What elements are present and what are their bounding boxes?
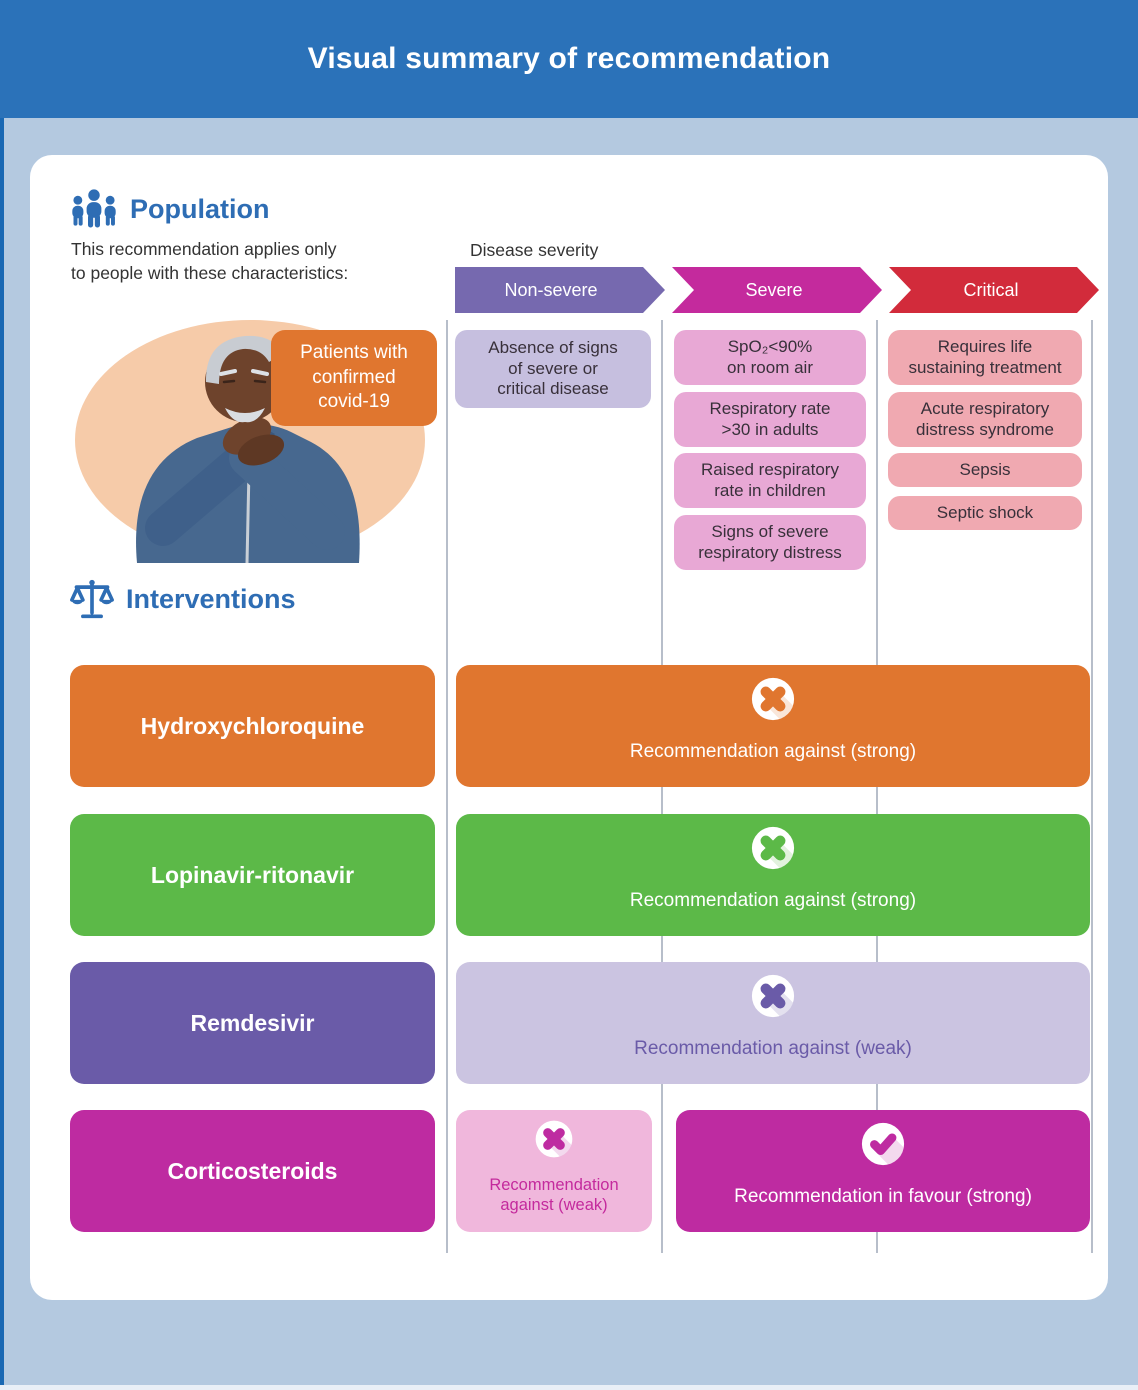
cross-icon	[750, 973, 796, 1019]
recommendation-text: Recommendation against (weak)	[489, 1175, 619, 1215]
recommendation-bar-remdesivir: Recommendation against (weak)	[456, 962, 1090, 1084]
drug-label-lopinavir-ritonavir: Lopinavir-ritonavir	[70, 814, 435, 936]
population-heading-label: Population	[130, 193, 270, 224]
criteria-severe: Signs of severe respiratory distress	[674, 515, 866, 570]
criteria-critical: Sepsis	[888, 453, 1082, 487]
interventions-heading-label: Interventions	[126, 583, 296, 614]
severity-arrow-critical: Critical	[889, 267, 1099, 313]
recommendation-bar-lopinavir-ritonavir: Recommendation against (strong)	[456, 814, 1090, 936]
population-description: This recommendation applies only to peop…	[71, 239, 349, 283]
criteria-severe: SpO₂<90% on room air	[674, 330, 866, 385]
page-left-edge	[0, 118, 4, 1390]
criteria-severe: Respiratory rate >30 in adults	[674, 392, 866, 447]
drug-label-remdesivir: Remdesivir	[70, 962, 435, 1084]
recommendation-text: Recommendation against (weak)	[634, 1038, 912, 1059]
severity-arrow-non-severe: Non-severe	[455, 267, 665, 313]
page-title: Visual summary of recommendation	[307, 42, 831, 75]
drug-label-corticosteroids: Corticosteroids	[70, 1110, 435, 1232]
column-divider	[1091, 320, 1093, 1253]
criteria-severe: Raised respiratory rate in children	[674, 453, 866, 508]
disease-severity-label: Disease severity	[470, 240, 599, 260]
recommendation-bar-corticosteroids-severe-critical: Recommendation in favour (strong)	[676, 1110, 1090, 1232]
people-icon	[70, 188, 118, 230]
cross-icon	[750, 676, 796, 722]
cross-icon	[534, 1119, 574, 1159]
severity-arrow-severe: Severe	[672, 267, 882, 313]
recommendation-text: Recommendation in favour (strong)	[734, 1186, 1032, 1207]
interventions-heading: Interventions	[70, 578, 296, 620]
recommendation-bar-hydroxychloroquine: Recommendation against (strong)	[456, 665, 1090, 787]
cross-icon	[750, 825, 796, 871]
patient-label: Patients with confirmed covid-19	[271, 330, 437, 426]
criteria-critical: Requires life sustaining treatment	[888, 330, 1082, 385]
page-bottom-strip	[0, 1385, 1138, 1390]
column-divider	[446, 320, 448, 1253]
recommendation-text: Recommendation against (strong)	[629, 741, 917, 762]
criteria-critical: Acute respiratory distress syndrome	[888, 392, 1082, 447]
criteria-non-severe: Absence of signs of severe or critical d…	[455, 330, 651, 408]
check-icon	[860, 1121, 906, 1167]
population-heading: Population	[70, 188, 269, 230]
recommendation-text: Recommendation against (strong)	[629, 890, 917, 911]
scales-icon	[70, 578, 114, 620]
recommendation-bar-corticosteroids-non-severe: Recommendation against (weak)	[456, 1110, 652, 1232]
header-banner: Visual summary of recommendation	[0, 0, 1138, 118]
drug-label-hydroxychloroquine: Hydroxychloroquine	[70, 665, 435, 787]
criteria-critical: Septic shock	[888, 496, 1082, 530]
